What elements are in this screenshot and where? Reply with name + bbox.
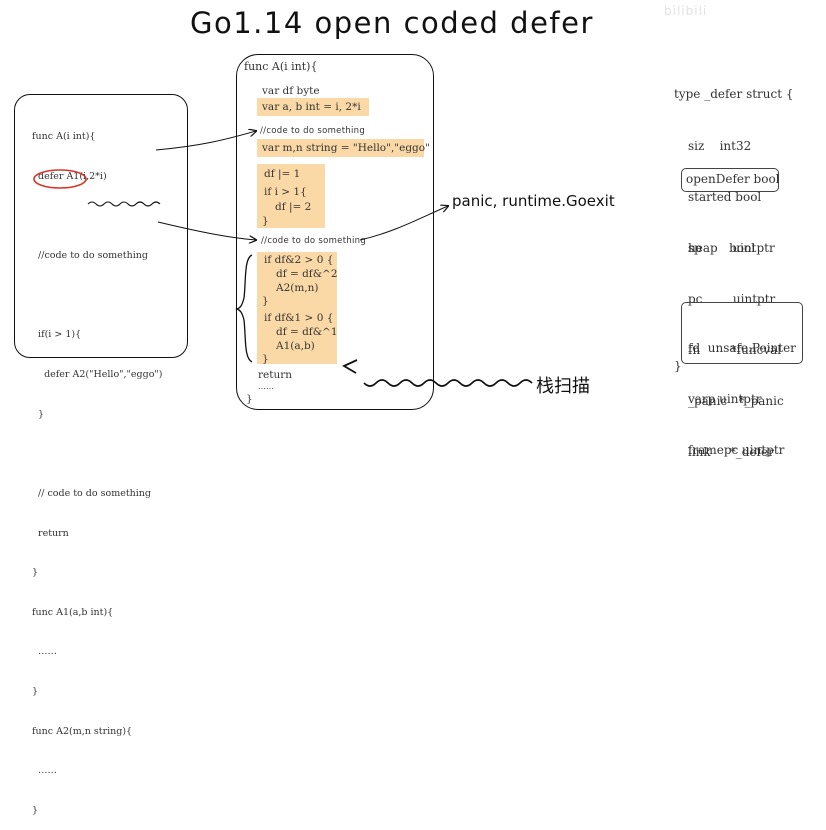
dots-line: …… (258, 382, 274, 391)
struct-field: fn *funcval (688, 343, 782, 357)
var-ab-line: var a, b int = i, 2*i (262, 101, 361, 113)
if-df2-line: if df&2 > 0 { (264, 254, 334, 266)
source-line: func A(i int){ (32, 131, 96, 143)
stack-scan-arrowhead (340, 364, 360, 372)
var-mn-line: var m,n string = "Hello","eggo" (262, 142, 430, 154)
struct-field: siz int32 (688, 139, 752, 153)
df-or2-line: df |= 2 (275, 201, 312, 213)
diagram-title: Go1.14 open coded defer (190, 6, 594, 40)
arrow-comment-2 (157, 221, 256, 240)
curly-brace (234, 254, 253, 363)
df-and1-line: df = df&^1 (276, 326, 338, 338)
red-highlight-circle (33, 169, 87, 189)
arrow-comment-1 (155, 131, 256, 151)
panic-goexit-label: panic, runtime.Goexit (452, 192, 615, 210)
df-and2-line: df = df&^2 (276, 268, 338, 280)
func-close-brace: } (246, 393, 253, 405)
close-brace-2: } (262, 295, 269, 307)
source-line: func A2(m,n string){ (32, 725, 133, 737)
source-line: defer A2("Hello","eggo") (32, 369, 163, 381)
source-line: // code to do something (32, 487, 152, 499)
comment-line-1: //code to do something (260, 126, 366, 136)
source-line: } (32, 685, 39, 697)
df-or1-line: df |= 1 (264, 168, 301, 180)
open-defer-box (681, 168, 779, 192)
return-line: return (258, 369, 292, 381)
squiggle-underline (87, 201, 161, 207)
var-df-line: var df byte (262, 85, 320, 97)
source-line: if(i > 1){ (32, 329, 82, 341)
call-a2-line: A2(m,n) (276, 282, 319, 294)
source-code-panel (14, 94, 188, 358)
defer-exec-highlight (257, 252, 337, 364)
open-defer-field: openDefer bool (686, 172, 780, 186)
close-brace-3: } (262, 353, 269, 365)
arrow-to-panic (359, 206, 448, 241)
defer-struct-close: } (674, 359, 682, 373)
func-header: func A(i int){ (244, 60, 318, 73)
if-i-line: if i > 1{ (264, 186, 307, 198)
source-line: func A1(a,b int){ (32, 606, 114, 618)
source-line: return (32, 527, 69, 539)
struct-field: _panic *_panic (688, 394, 784, 408)
call-a1-line: A1(a,b) (276, 340, 315, 352)
df-set-highlight (257, 164, 325, 228)
stack-scan-arrowhead-lines (342, 359, 358, 374)
stack-scan-label: 栈扫描 (536, 376, 590, 397)
source-line: } (32, 804, 39, 816)
defer-struct-header: type _defer struct { (674, 87, 794, 101)
stack-scan-arrow (363, 379, 533, 387)
source-line: } (32, 567, 39, 579)
source-line: defer A1(i,2*i) (32, 171, 107, 183)
source-line: …… (32, 765, 58, 777)
struct-field: heap bool (688, 241, 756, 255)
struct-field: started bool (688, 190, 762, 204)
defer-struct-fields-top: siz int32 started bool heap bool (688, 104, 761, 274)
if-df1-line: if df&1 > 0 { (264, 312, 334, 324)
annotation-layer (33, 0, 533, 387)
comment-line-2: //code to do something (261, 236, 367, 246)
watermark-logo: bilibili (664, 4, 708, 18)
frame-info-box (681, 302, 803, 364)
source-line (32, 447, 163, 460)
struct-field: fd unsafe.Pointer (688, 341, 796, 355)
source-line: …… (32, 646, 58, 658)
source-line: } (32, 408, 45, 420)
struct-field: framepc uintptr (688, 443, 785, 457)
source-line: //code to do something (32, 250, 148, 262)
struct-field: varp uintptr (688, 392, 762, 406)
vars-highlight (257, 98, 369, 116)
close-brace-1: } (262, 215, 269, 227)
struct-field: sp uintptr (688, 241, 775, 255)
var-mn-highlight (257, 139, 424, 157)
